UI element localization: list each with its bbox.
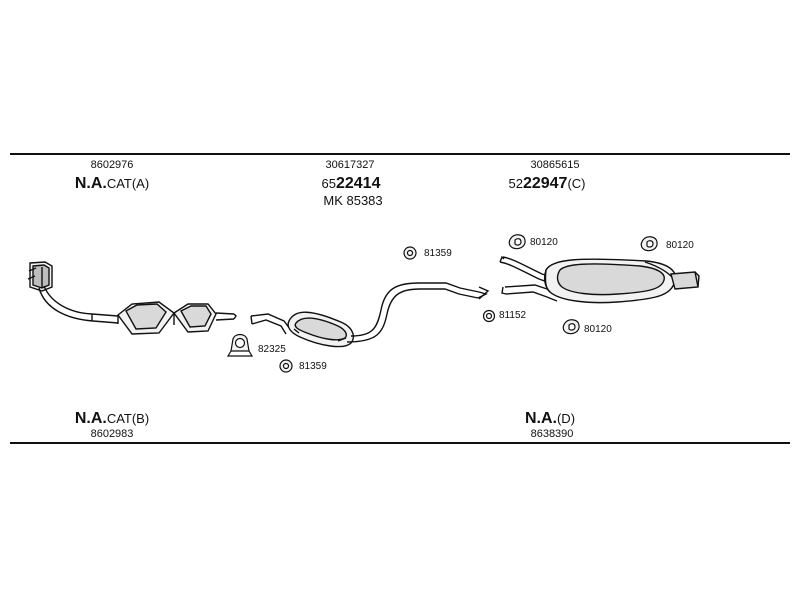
front-pipe-label: 6522414 [322, 176, 381, 192]
center-pipe-left-end [250, 313, 291, 335]
rear-section-d-main: N.A. [524, 410, 557, 427]
rear-inlet-bend [499, 255, 557, 285]
front-pipe-kit-label: MK 85383 [323, 194, 382, 207]
catalyst-inlet-pipes [38, 285, 119, 324]
catalyst-a-label: N.A.CAT(A) [75, 176, 149, 192]
rear-silencer [543, 258, 677, 304]
catalyst-b-suffix: CAT(B) [106, 411, 150, 426]
rear-silencer-part-number: 30865615 [530, 159, 580, 171]
catalyst-b-main: N.A. [74, 410, 107, 427]
center-silencer [287, 311, 355, 348]
rear-silencer-main: 22947 [522, 175, 568, 192]
front-pipe-kit-prefix: MK [323, 193, 343, 208]
rear-silencer-prefix: 52 [508, 176, 523, 191]
ring-81359-lower-symbol [279, 359, 293, 373]
catalyst-a-main: N.A. [74, 175, 107, 192]
catalyst-b-part-number: 8602983 [90, 428, 134, 440]
manifold-connector [27, 261, 53, 292]
front-pipe-part-number: 30617327 [325, 159, 375, 171]
tailpipe [670, 271, 700, 290]
rear-silencer-suffix: (C) [567, 176, 586, 191]
rear-section-d-part-number: 8638390 [530, 428, 574, 440]
callout-80120-lower: 80120 [584, 324, 612, 335]
catalyst-a-suffix: CAT(A) [106, 176, 150, 191]
callout-82325: 82325 [258, 344, 286, 355]
callout-81359-lower: 81359 [299, 361, 327, 372]
callout-81359-upper: 81359 [424, 248, 452, 259]
catalyst-a-part-number: 8602976 [90, 159, 134, 171]
hanger-80120-left-symbol [508, 234, 526, 250]
callout-80120-right: 80120 [666, 240, 694, 251]
catalyst-b-label: N.A.CAT(B) [75, 411, 149, 427]
callout-80120-left: 80120 [530, 237, 558, 248]
top-rule [10, 153, 790, 155]
hanger-80120-right-symbol [640, 236, 658, 252]
center-pipe-rising-section [346, 282, 490, 343]
rear-silencer-label: 5222947(C) [508, 176, 585, 192]
bottom-rule [10, 442, 790, 444]
hanger-80120-lower-symbol [562, 319, 580, 335]
catalytic-converter-front [117, 301, 175, 335]
callout-81152: 81152 [499, 310, 527, 321]
ring-81359-upper-symbol [403, 246, 417, 260]
front-pipe-main: 22414 [335, 175, 381, 192]
front-pipe-prefix: 65 [321, 176, 336, 191]
catalyst-outlet-pipe [215, 312, 237, 321]
front-pipe-kit-value: 85383 [346, 193, 383, 208]
catalytic-converter-rear [172, 303, 217, 333]
rear-section-d-suffix: (D) [556, 411, 576, 426]
gasket-81152-symbol [482, 309, 496, 323]
rear-section-d-label: N.A.(D) [525, 411, 575, 427]
clamp-82325-symbol [226, 333, 254, 357]
